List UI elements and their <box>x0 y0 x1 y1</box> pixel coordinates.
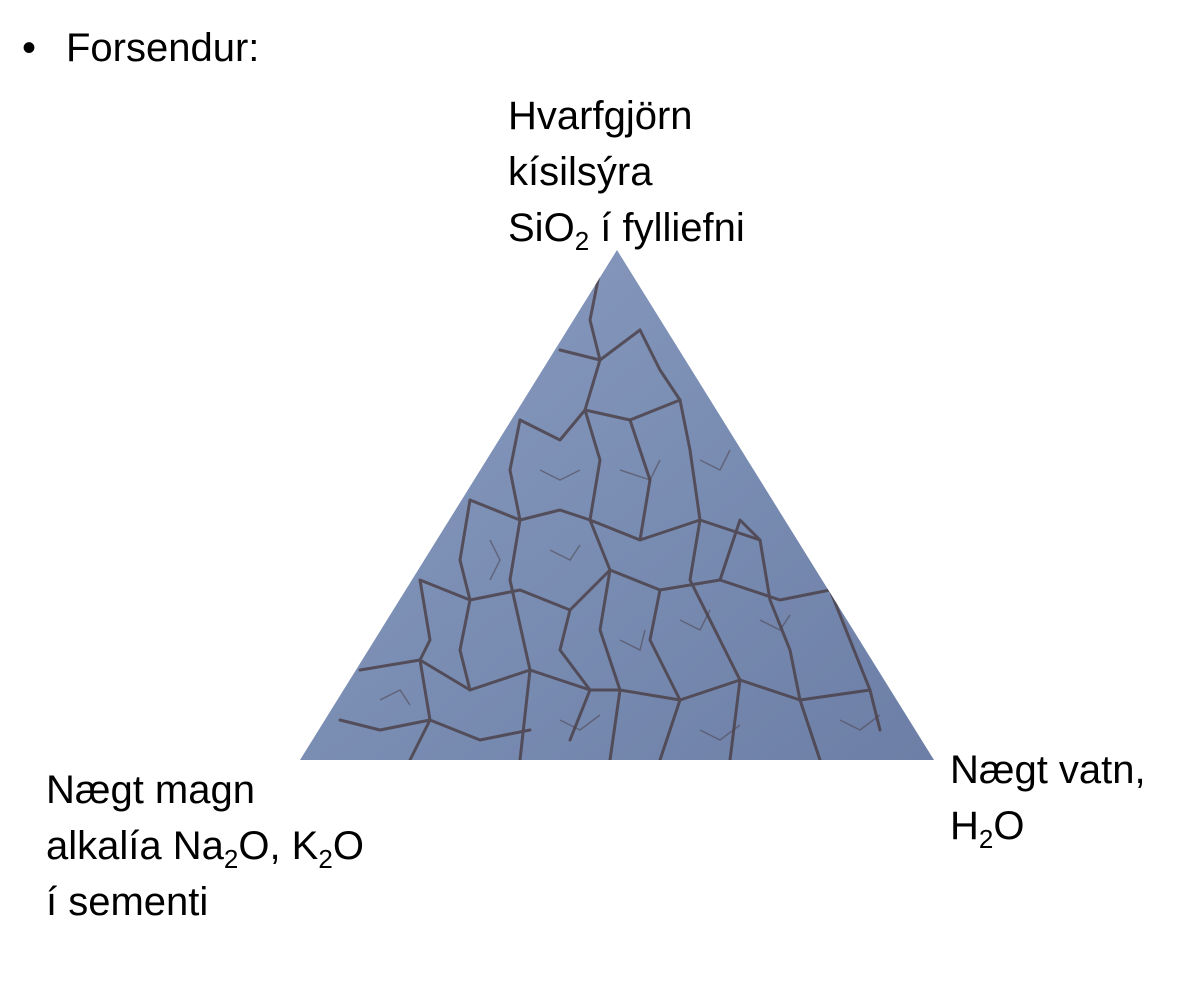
formula-part: O, K <box>238 824 319 868</box>
label-line: í sementi <box>46 880 209 924</box>
formula-part: alkalía Na <box>46 824 224 868</box>
water-label: Nægt vatn, H2O <box>950 742 1146 854</box>
formula-part: O <box>993 804 1025 848</box>
reactive-silica-label: Hvarfgjörn kísilsýra SiO2 í fylliefni <box>508 88 745 256</box>
bullet-item: • Forsendur: <box>22 22 259 74</box>
formula-subscript: 2 <box>223 844 239 874</box>
label-line: Nægt magn <box>46 768 255 812</box>
bullet-marker: • <box>22 26 37 70</box>
formula-part: SiO <box>508 206 575 250</box>
label-line: Nægt vatn, <box>950 748 1146 792</box>
formula-subscript: 2 <box>978 824 994 854</box>
bullet-text: Forsendur: <box>66 26 260 70</box>
formula-subscript: 2 <box>574 226 590 256</box>
label-line: Hvarfgjörn <box>508 94 693 138</box>
label-line: SiO2 í fylliefni <box>508 200 745 256</box>
label-line: alkalía Na2O, K2O <box>46 818 364 874</box>
formula-part: H <box>950 804 979 848</box>
formula-subscript: 2 <box>318 844 333 874</box>
alkali-label: Nægt magn alkalía Na2O, K2O í sementi <box>46 762 364 930</box>
formula-part: í fylliefni <box>589 206 745 250</box>
label-line: H2O <box>950 798 1146 854</box>
label-line: kísilsýra <box>508 150 653 194</box>
formula-part: O <box>332 824 364 868</box>
